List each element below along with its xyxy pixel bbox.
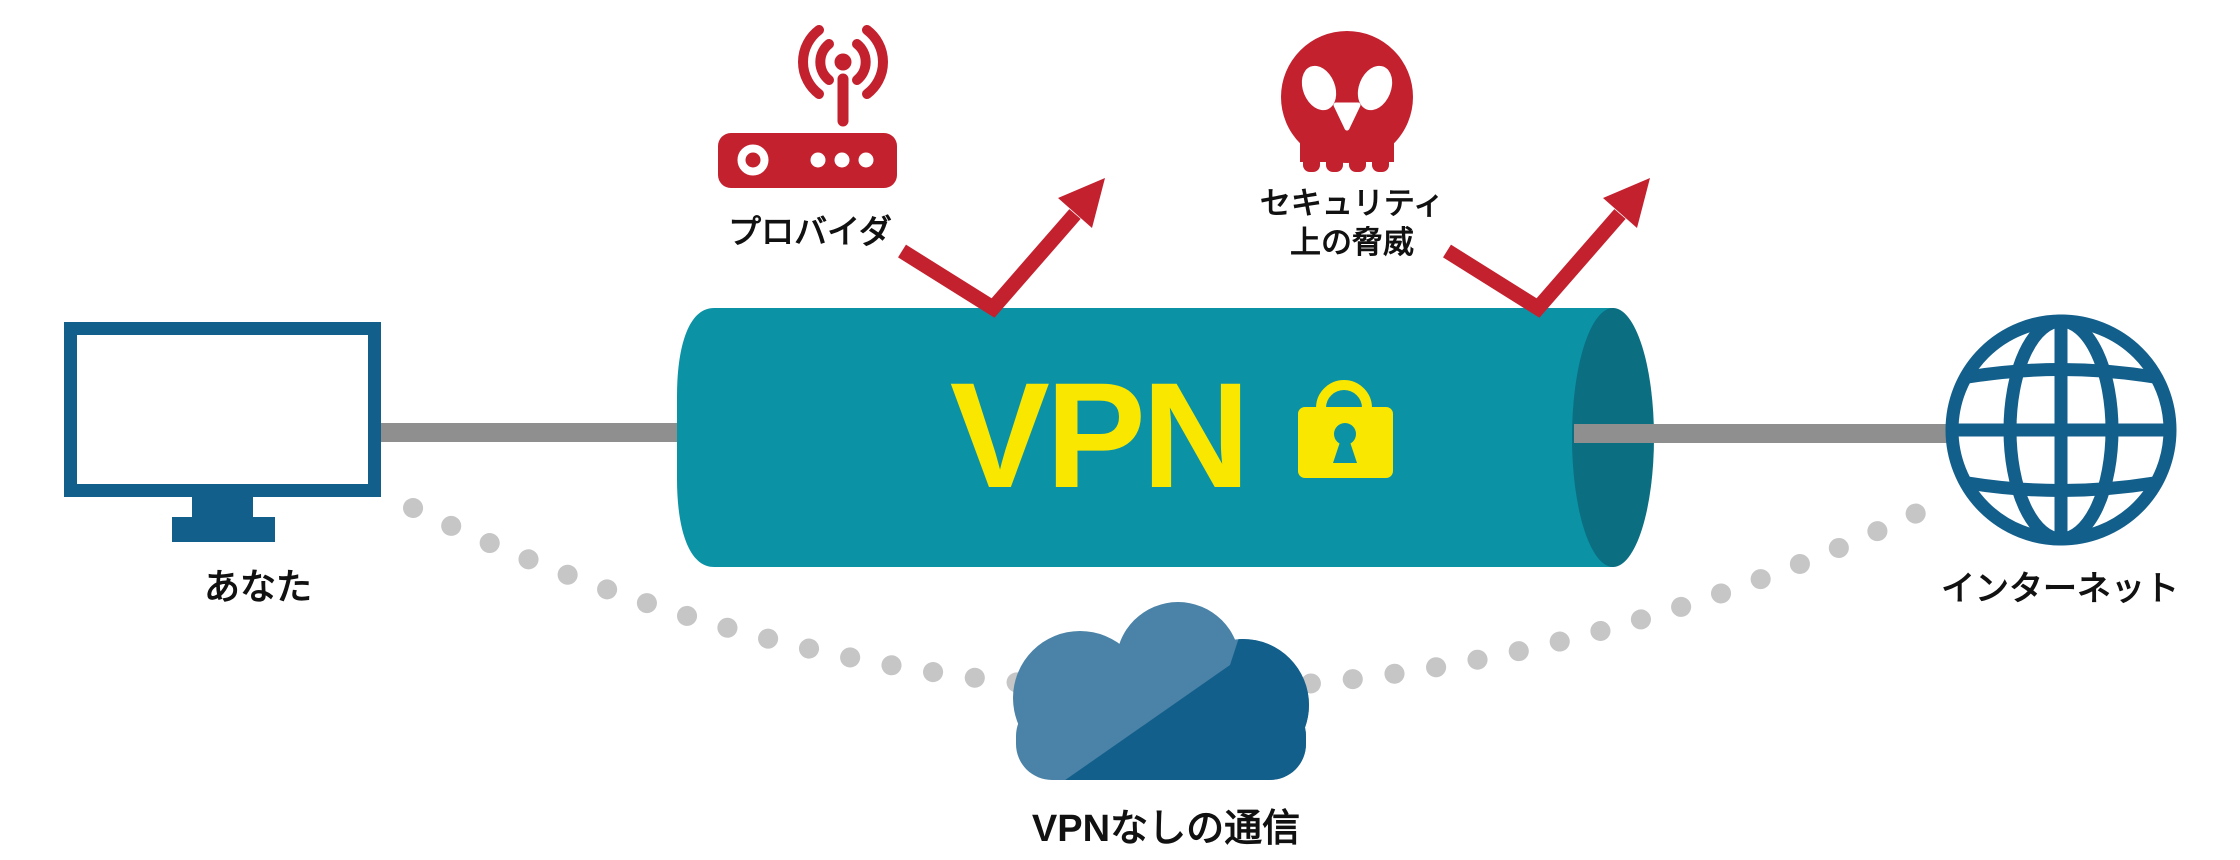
wifi-router-icon <box>718 25 897 188</box>
no-vpn-label: VPNなしの通信 <box>1031 808 1301 850</box>
padlock-icon <box>1298 380 1393 478</box>
threat-label-line2: 上の脅威 <box>1289 225 1414 260</box>
threat-label-line1: セキュリティ <box>1259 186 1445 221</box>
bounce-arrow-icon <box>1443 178 1650 318</box>
cable-line <box>1574 424 1950 443</box>
globe-icon <box>1945 314 2177 546</box>
provider-label: プロバイダ <box>728 213 892 250</box>
cloud-icon <box>1013 602 1309 780</box>
monitor-icon <box>64 322 381 542</box>
skull-threat-icon <box>1281 31 1413 172</box>
cable-line <box>378 423 688 442</box>
internet-label: インターネット <box>1941 570 2179 608</box>
vpn-tunnel-label: VPN <box>949 351 1250 519</box>
threat-label: セキュリティ 上の脅威 <box>1260 184 1444 262</box>
user-label: あなた <box>203 566 313 607</box>
bounce-arrow-icon <box>898 178 1105 318</box>
